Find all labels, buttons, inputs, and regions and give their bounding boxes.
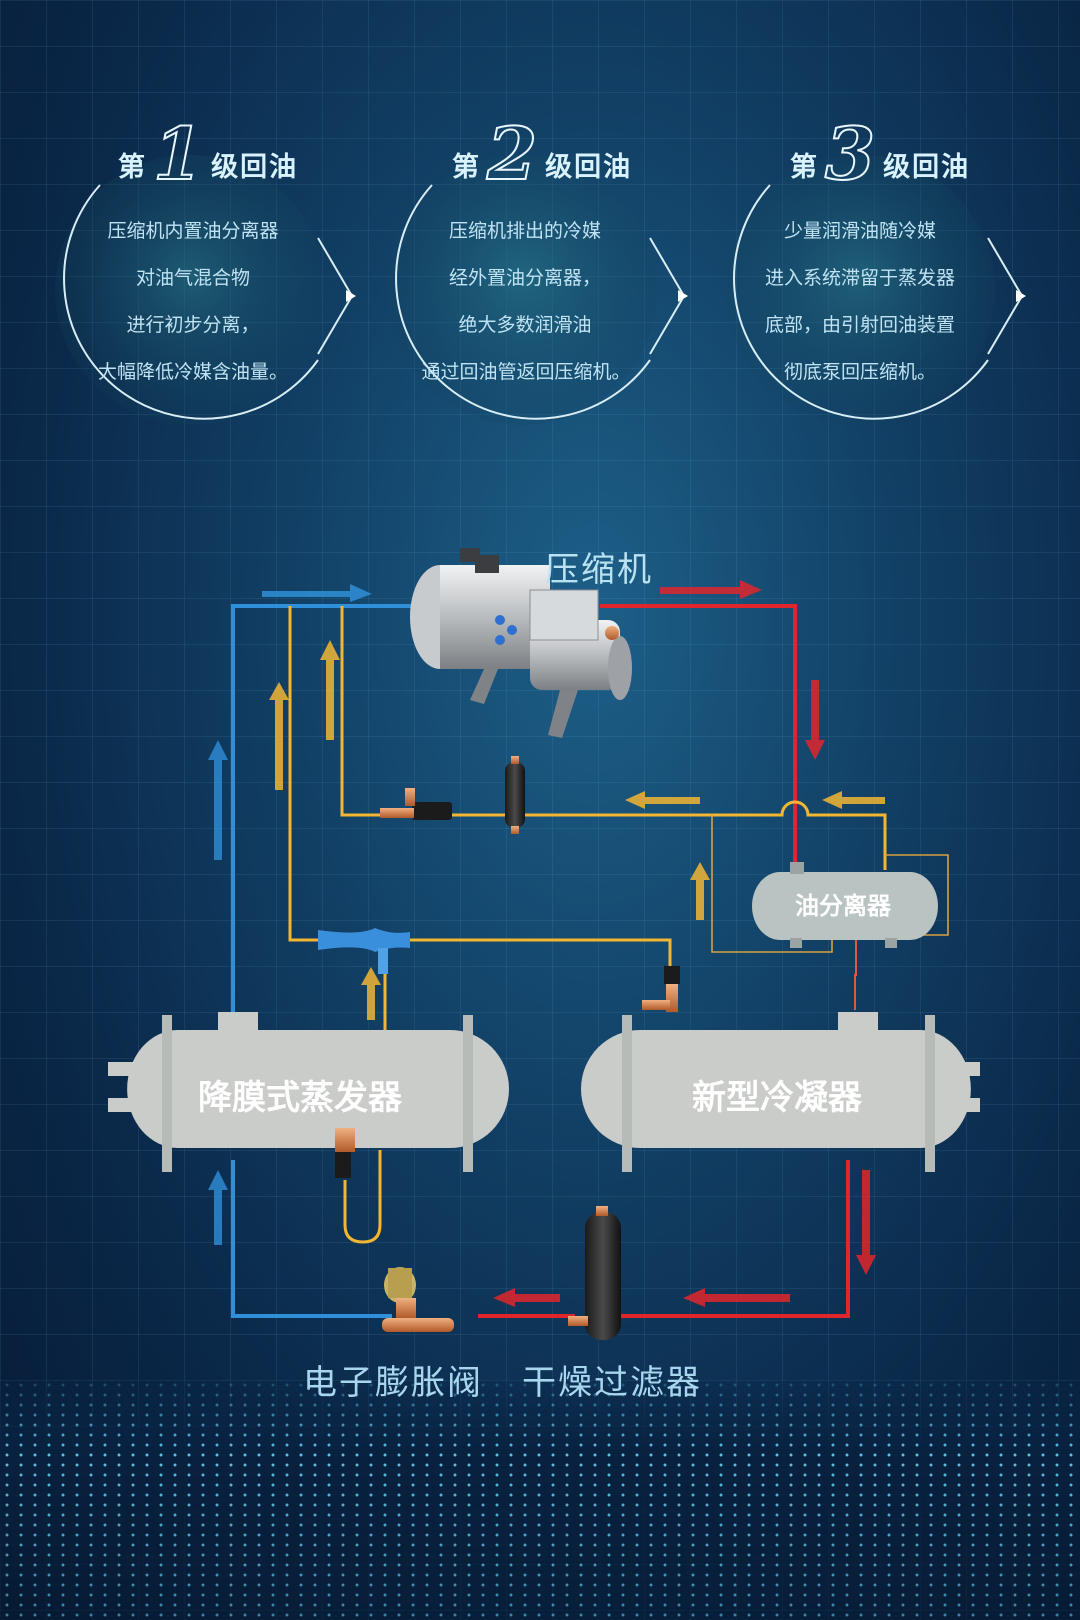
- compressor-icon: [410, 548, 632, 738]
- oil-separator-tank: [752, 862, 938, 948]
- expansion-valve-icon: [382, 1267, 454, 1332]
- suction-line: [231, 604, 420, 1318]
- discharge-line: [478, 604, 850, 1318]
- stage-1-suffix: 级回油: [211, 152, 299, 183]
- stage-1-line: 压缩机内置油分离器: [107, 220, 279, 242]
- condenser-tank: [581, 1012, 980, 1172]
- dotted-floor: [0, 1380, 1080, 1620]
- stage-1-line: 对油气混合物: [135, 267, 250, 289]
- stage-1-prefix: 第: [118, 152, 147, 183]
- stage-2-title: 第 2 级回油: [452, 111, 633, 196]
- evaporator-valve-icon: [335, 1128, 355, 1178]
- evaporator-tank: [108, 1012, 509, 1172]
- evaporator-label: 降膜式蒸发器: [198, 1078, 402, 1118]
- stage-2-circle: [387, 155, 688, 425]
- stage-3-number: 3: [824, 111, 878, 196]
- refrigeration-diagram: [108, 548, 980, 1340]
- stage-2-line: 压缩机排出的冷媒: [448, 220, 601, 242]
- stage-3-line: 少量润滑油随冷媒: [783, 220, 936, 242]
- ejector-icon: [318, 928, 410, 974]
- stage-2-line: 绝大多数润滑油: [458, 314, 592, 336]
- stage-2-prefix: 第: [452, 152, 481, 183]
- stage-circles: [55, 155, 1026, 425]
- separator-bypass-line: [711, 815, 949, 953]
- stage-1-line: 进行初步分离，: [126, 314, 260, 336]
- stage-3-line: 底部，由引射回油装置: [764, 314, 955, 336]
- stage-3-line: 进入系统滞留于蒸发器: [764, 267, 955, 289]
- stage-3-title: 第 3 级回油: [790, 111, 971, 196]
- filter-drier-large-icon: [568, 1206, 621, 1340]
- stage-3-suffix: 级回油: [883, 152, 971, 183]
- stage-3-prefix: 第: [790, 152, 819, 183]
- solenoid-valve-icon: [380, 788, 452, 820]
- stage-3-circle: [725, 155, 1026, 425]
- flow-arrows: [208, 580, 885, 1307]
- stage-3-line: 彻底泵回压缩机。: [783, 361, 936, 383]
- stage-2-line: 通过回油管返回压缩机。: [421, 361, 631, 383]
- stage-1-title: 第 1 级回油: [118, 111, 299, 196]
- stage-2-number: 2: [486, 111, 540, 196]
- condenser-valve-icon: [642, 966, 680, 1012]
- filter-drier-icon: [505, 756, 525, 834]
- compressor-label: 压缩机: [545, 550, 653, 590]
- stage-2-line: 经外置油分离器，: [448, 267, 601, 289]
- condenser-label: 新型冷凝器: [692, 1078, 862, 1118]
- stage-1-number: 1: [152, 111, 206, 196]
- stage-1-line: 大幅降低冷媒含油量。: [97, 361, 288, 383]
- oil-separator-label: 油分离器: [795, 892, 891, 920]
- expansion-valve-label: 电子膨胀阀: [303, 1363, 483, 1403]
- stage-2-suffix: 级回油: [545, 152, 633, 183]
- stage-1-circle: [55, 155, 356, 425]
- dryer-filter-label: 干燥过滤器: [522, 1363, 702, 1403]
